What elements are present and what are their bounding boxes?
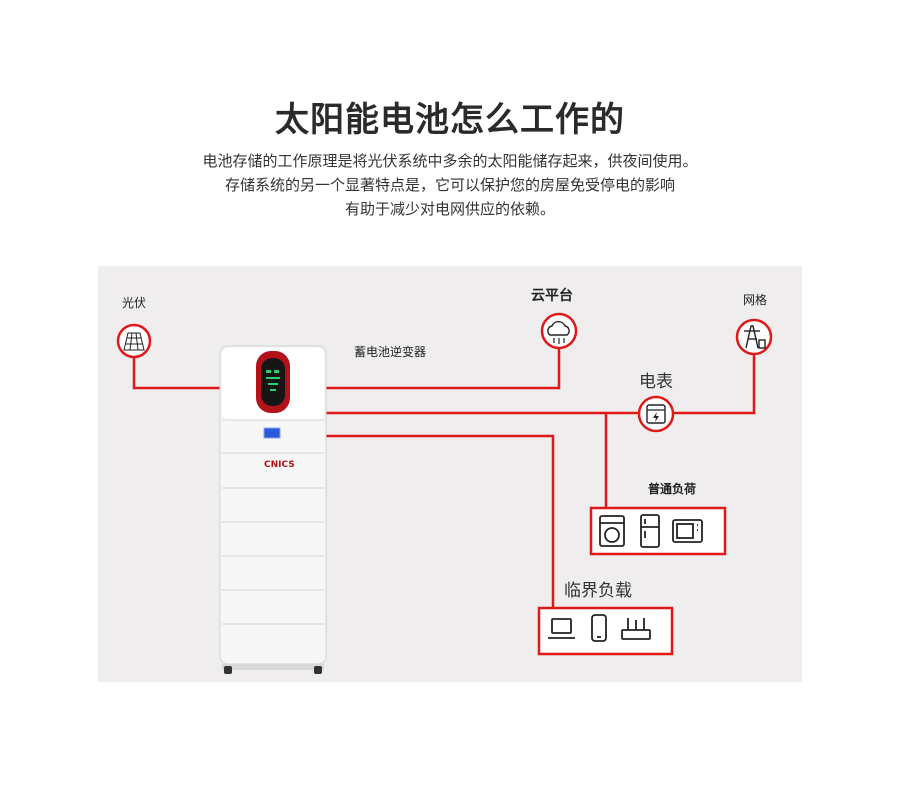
- grid-label: 网格: [743, 293, 768, 307]
- description-line-2: 存储系统的另一个显著特点是，它可以保护您的房屋免受停电的影响: [224, 176, 675, 194]
- critical-load-box: [537, 606, 674, 656]
- wheel-left: [224, 666, 232, 674]
- normal-load-label: 普通负荷: [648, 482, 697, 496]
- inverter-label: 蓄电池逆变器: [354, 345, 427, 359]
- washing-machine-icon: [599, 515, 625, 547]
- grid-line: [674, 354, 756, 415]
- cloud-platform-label: 云平台: [531, 288, 573, 304]
- description-line-3: 有助于减少对电网供应的依赖。: [344, 200, 555, 218]
- grid-tower-icon: [735, 318, 773, 356]
- battery-inverter-unit: [219, 345, 327, 674]
- pv-line: [132, 358, 222, 390]
- page-title: 太阳能电池怎么工作的: [275, 100, 625, 140]
- meter-icon: [637, 395, 675, 433]
- description-line-1: 电池存储的工作原理是将光伏系统中多余的太阳能储存起来，供夜间使用。: [202, 152, 698, 170]
- cloud-line: [325, 348, 561, 390]
- critical-load-line: [325, 434, 555, 609]
- connection-lines: [132, 348, 756, 609]
- laptop-icon: [548, 618, 575, 639]
- critical-load-label: 临界负载: [564, 581, 632, 601]
- solar-panel-icon: [116, 323, 152, 359]
- refrigerator-icon: [640, 514, 660, 548]
- pv-label: 光伏: [122, 296, 147, 310]
- battery-screen: [263, 427, 281, 439]
- diagram-panel: [98, 266, 802, 682]
- normal-load-box: [589, 506, 727, 556]
- phone-icon: [591, 614, 607, 642]
- meter-label: 电表: [639, 372, 673, 392]
- wheel-right: [314, 666, 322, 674]
- brand-logo: CNICS: [264, 460, 295, 470]
- cloud-icon: [540, 312, 578, 350]
- router-icon: [621, 618, 651, 640]
- microwave-icon: [672, 519, 703, 543]
- inverter-display: [261, 358, 285, 406]
